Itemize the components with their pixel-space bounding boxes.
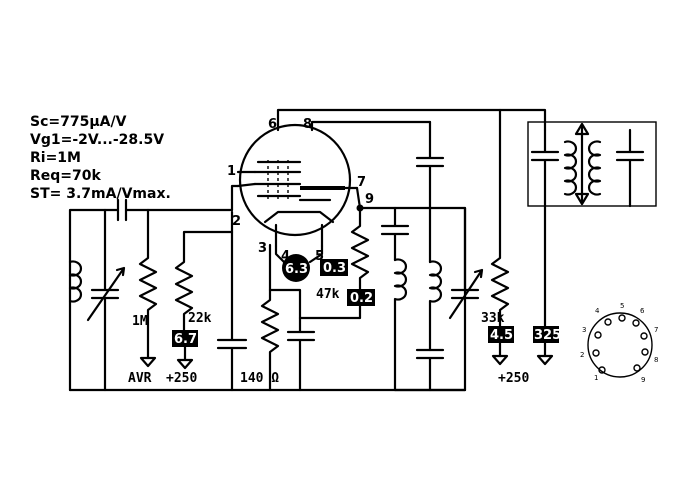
badge-325	[533, 326, 559, 343]
badge-6-3	[282, 254, 310, 282]
svg-text:325: 325	[534, 328, 561, 343]
input-tuned-circuit: 1M AVR +250	[68, 198, 234, 392]
screen-resistor: 22k 6.7	[172, 230, 234, 370]
svg-text:0.2: 0.2	[350, 291, 373, 306]
spec-vg1: Vg1=-2V...-28.5V	[30, 132, 164, 148]
svg-text:8: 8	[654, 356, 658, 364]
svg-text:4: 4	[595, 307, 600, 315]
b250-left-label: +250	[166, 371, 197, 386]
pin-8-label: 8	[303, 117, 312, 132]
svg-text:2: 2	[580, 351, 584, 359]
badge-6-7	[172, 330, 198, 347]
grid-resistor-label: 1M	[132, 314, 148, 329]
screen-resistor-label: 22k	[188, 311, 212, 326]
badge-0-2	[347, 289, 375, 306]
svg-text:9: 9	[641, 376, 645, 384]
pin8-bus	[310, 120, 432, 132]
pin-9-label: 9	[365, 192, 374, 207]
pin-4-label: 4	[281, 249, 290, 264]
svg-text:6.3: 6.3	[285, 262, 308, 277]
avr-label: AVR	[128, 371, 152, 386]
badge-0-3	[320, 259, 348, 276]
cathode-heater-area: 6.3 0.3	[268, 223, 348, 320]
svg-text:1: 1	[594, 374, 598, 382]
spec-st: ST= 3.7mA/Vmax.	[30, 186, 171, 202]
anode-tuned-circuit	[380, 120, 484, 392]
b250-right-label: +250	[498, 371, 529, 386]
svg-text:4.5: 4.5	[490, 328, 513, 343]
anode-top-bus	[276, 108, 547, 132]
anode-resistor: 33k 4.5 +250	[481, 108, 529, 386]
pin-2-label: 2	[232, 214, 241, 229]
cathode-resistor-label: 140 Ω	[240, 371, 279, 386]
spec-req: Req=70k	[30, 168, 102, 184]
svg-text:6.7: 6.7	[174, 332, 197, 347]
pin-1-label: 1	[227, 164, 236, 179]
tube-specifications: Sc=775µA/V Vg1=-2V...-28.5V Ri=1M Req=70…	[30, 114, 171, 202]
cathode-capacitor	[286, 316, 316, 392]
pin-3-label: 3	[258, 241, 267, 256]
tube-pin-labels: 1 2 3 4 5 6 7 8 9	[227, 117, 374, 264]
screen-capacitor	[216, 230, 248, 392]
pin-6-label: 6	[268, 117, 277, 132]
if-transformer: 3 2 5	[527, 121, 657, 366]
svg-text:3: 3	[582, 326, 586, 334]
svg-text:0.3: 0.3	[323, 261, 346, 276]
svg-text:5: 5	[620, 302, 624, 310]
grid1-lead	[230, 184, 240, 212]
pin-7-label: 7	[357, 175, 366, 190]
spec-ri: Ri=1M	[30, 150, 81, 166]
tube-socket-pinout: 1 2 3 4 5 6 7 8 9	[580, 302, 658, 384]
cathode-resistor: 140 Ω	[240, 288, 279, 392]
badge-4-5	[488, 326, 514, 343]
anode-resistor-label: 33k	[481, 311, 505, 326]
pentode-tube	[236, 123, 359, 237]
svg-text:6: 6	[640, 307, 645, 315]
g3-resistor: 47k 0.2	[298, 186, 467, 392]
svg-text:7: 7	[654, 326, 658, 334]
g3-resistor-label: 47k	[316, 287, 340, 302]
spec-sc: Sc=775µA/V	[30, 114, 127, 130]
